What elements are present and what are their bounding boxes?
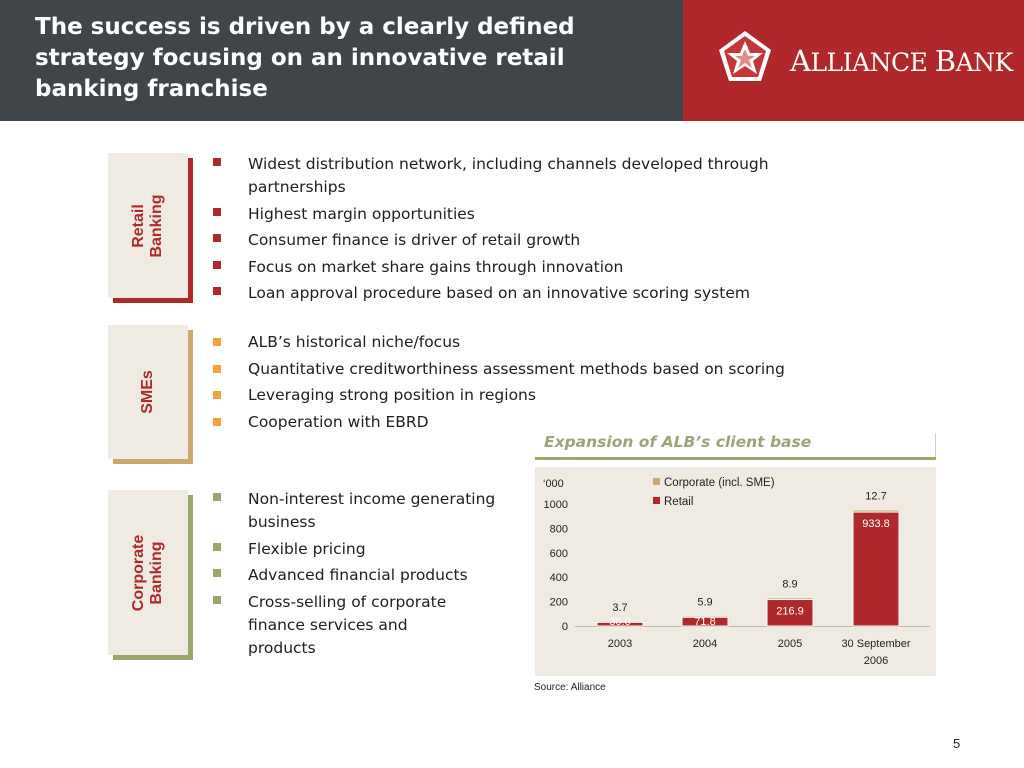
bullet-square-icon xyxy=(213,260,221,269)
y-tick-label: 0 xyxy=(562,621,568,633)
bullet-square-icon xyxy=(213,542,221,551)
bar-retail xyxy=(766,599,814,627)
y-tick-label: 400 xyxy=(550,572,568,584)
logo-wordmark: ALLIANCE BANK xyxy=(790,44,1013,78)
bullet-square-icon xyxy=(213,364,221,373)
bullet-square-icon xyxy=(213,207,221,216)
x-tick-label: 2005 xyxy=(778,638,802,650)
data-label-retail: 71.8 xyxy=(694,616,715,628)
alliance-bank-logo-icon xyxy=(719,31,771,81)
list-item: Widest distribution network, including c… xyxy=(210,153,820,199)
bullet-square-icon xyxy=(213,569,221,577)
y-tick-label: 800 xyxy=(550,523,568,535)
client-base-chart: ‘000 Corporate (incl. SME) Retail 0 200 40… xyxy=(543,477,930,667)
legend-swatch-retail xyxy=(653,497,660,504)
data-label-retail: 216.9 xyxy=(776,606,804,618)
y-tick-label: 200 xyxy=(550,597,568,609)
data-label-corporate: 12.7 xyxy=(865,491,886,503)
source-note: Source: Alliance xyxy=(534,682,606,693)
data-label-corporate: 8.9 xyxy=(782,578,797,590)
list-item: Cross-selling of corporate finance servi… xyxy=(210,591,478,660)
list-item: Leveraging strong position in regions xyxy=(210,382,850,409)
y-tick-label: 600 xyxy=(550,548,568,560)
list-item: Focus on market share gains through inno… xyxy=(210,256,820,279)
bullet-square-icon xyxy=(213,234,221,242)
bar-retail xyxy=(852,511,900,627)
bar-corporate xyxy=(853,510,899,513)
corporate-banking-bullets: Non-interest income generating business … xyxy=(210,488,500,663)
bullet-square-icon xyxy=(213,493,221,501)
data-label-corporate: 5.9 xyxy=(697,597,712,609)
bullet-square-icon xyxy=(213,338,221,346)
list-item: Cooperation with EBRD xyxy=(210,409,850,436)
chart-unit-label: ‘000 xyxy=(543,478,564,490)
bar-corporate xyxy=(767,598,813,600)
chart-title: Expansion of ALB’s client base xyxy=(544,433,812,451)
x-tick-label: 2003 xyxy=(608,638,632,650)
data-label-retail: 933.8 xyxy=(862,518,890,530)
list-item: Quantitative creditworthiness assessment… xyxy=(210,356,850,383)
bar-retail xyxy=(681,616,729,627)
list-item: Flexible pricing xyxy=(210,538,500,561)
list-item: Advanced financial products xyxy=(210,564,500,587)
chart-title-divider xyxy=(935,433,936,457)
legend-swatch-corporate xyxy=(653,478,660,485)
chart-panel: ‘000 Corporate (incl. SME) Retail 0 200 40… xyxy=(535,467,936,676)
x-tick-label: 2004 xyxy=(693,638,717,650)
data-label-retail: 30.0 xyxy=(609,616,630,628)
retail-banking-card: Retail Banking xyxy=(108,153,188,298)
list-item: Highest margin opportunities xyxy=(210,203,820,226)
legend-label-corporate: Corporate (incl. SME) xyxy=(664,477,775,489)
x-tick-label: 30 September xyxy=(841,638,910,650)
bullet-square-icon xyxy=(213,391,221,400)
x-tick-label: 2006 xyxy=(864,655,888,667)
data-label-corporate: 3.7 xyxy=(612,602,627,614)
retail-banking-label: Retail Banking xyxy=(130,193,165,258)
bar-retail xyxy=(596,621,644,627)
y-tick-label: 1000 xyxy=(544,499,568,511)
corporate-banking-card: Corporate Banking xyxy=(108,490,188,655)
smes-bullets: ALB’s historical niche/focus Quantitativ… xyxy=(210,329,850,435)
bullet-square-icon xyxy=(213,417,221,426)
page-number: 5 xyxy=(953,736,961,751)
bullet-square-icon xyxy=(213,287,221,295)
page-title: The success is driven by a clearly defin… xyxy=(35,14,575,102)
legend-label-retail: Retail xyxy=(664,496,693,508)
bullet-square-icon xyxy=(213,595,221,604)
corporate-banking-label: Corporate Banking xyxy=(130,534,165,611)
smes-card: SMEs xyxy=(108,325,188,459)
list-item: Loan approval procedure based on an inno… xyxy=(210,282,820,305)
header-title-bar: The success is driven by a clearly defin… xyxy=(0,0,683,121)
list-item: Consumer finance is driver of retail gro… xyxy=(210,229,820,252)
list-item: Non-interest income generating business xyxy=(210,488,500,534)
bullet-square-icon xyxy=(213,158,221,166)
list-item: ALB’s historical niche/focus xyxy=(210,329,850,356)
chart-title-underline xyxy=(535,457,936,460)
smes-label: SMEs xyxy=(139,370,156,414)
retail-banking-bullets: Widest distribution network, including c… xyxy=(210,153,820,309)
